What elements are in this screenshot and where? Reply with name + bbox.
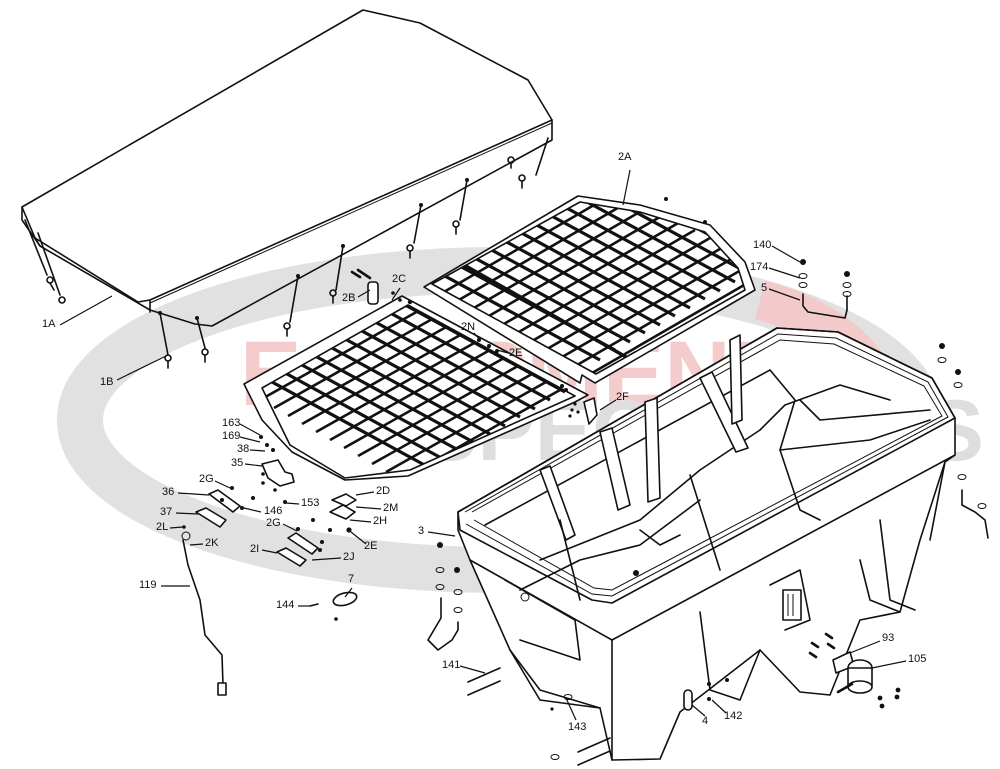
callout-2H[interactable]: 2H	[373, 515, 388, 527]
callout-169[interactable]: 169	[222, 430, 241, 442]
callout-2E-top[interactable]: 2E	[509, 347, 523, 359]
callout-163[interactable]: 163	[222, 417, 241, 429]
callout-2B[interactable]: 2B	[342, 292, 356, 304]
callout-7[interactable]: 7	[348, 573, 355, 585]
callout-37[interactable]: 37	[160, 506, 173, 518]
callout-2I[interactable]: 2I	[250, 543, 260, 555]
callout-2F[interactable]: 2F	[616, 391, 629, 403]
callout-4[interactable]: 4	[702, 715, 709, 727]
callout-141[interactable]: 141	[442, 659, 461, 671]
callout-119[interactable]: 119	[139, 579, 157, 591]
callout-2D[interactable]: 2D	[376, 485, 391, 497]
callout-2L[interactable]: 2L	[156, 521, 169, 533]
hardware	[181, 259, 989, 766]
lid-part-1A	[21, 9, 553, 369]
callout-2G-left[interactable]: 2G	[199, 473, 214, 485]
callout-2A[interactable]: 2A	[618, 151, 632, 163]
callout-146[interactable]: 146	[264, 505, 283, 517]
callout-1A[interactable]: 1A	[42, 318, 56, 330]
callout-142[interactable]: 142	[724, 710, 743, 722]
callout-3[interactable]: 3	[418, 525, 425, 537]
callout-105[interactable]: 105	[908, 653, 927, 665]
callout-143[interactable]: 143	[568, 721, 587, 733]
callout-144[interactable]: 144	[276, 599, 295, 611]
callout-5[interactable]: 5	[761, 282, 768, 294]
callout-2G-mid[interactable]: 2G	[266, 517, 281, 529]
callout-174[interactable]: 174	[750, 261, 769, 273]
callout-153[interactable]: 153	[301, 497, 320, 509]
callout-36[interactable]: 36	[162, 486, 175, 498]
callout-2N[interactable]: 2N	[461, 321, 476, 333]
leader-lines	[59, 169, 907, 721]
callout-2C[interactable]: 2C	[392, 273, 407, 285]
callout-2K[interactable]: 2K	[205, 537, 219, 549]
callout-2J[interactable]: 2J	[343, 551, 355, 563]
screen-grate-front	[243, 268, 598, 481]
callout-140[interactable]: 140	[753, 239, 772, 251]
callout-38[interactable]: 38	[237, 443, 250, 455]
callout-93[interactable]: 93	[882, 632, 895, 644]
hopper-body-part-3	[457, 327, 956, 761]
callout-35[interactable]: 35	[231, 457, 244, 469]
callout-2E-mid[interactable]: 2E	[364, 540, 378, 552]
callout-2M[interactable]: 2M	[383, 502, 399, 514]
callout-1B[interactable]: 1B	[100, 376, 114, 388]
